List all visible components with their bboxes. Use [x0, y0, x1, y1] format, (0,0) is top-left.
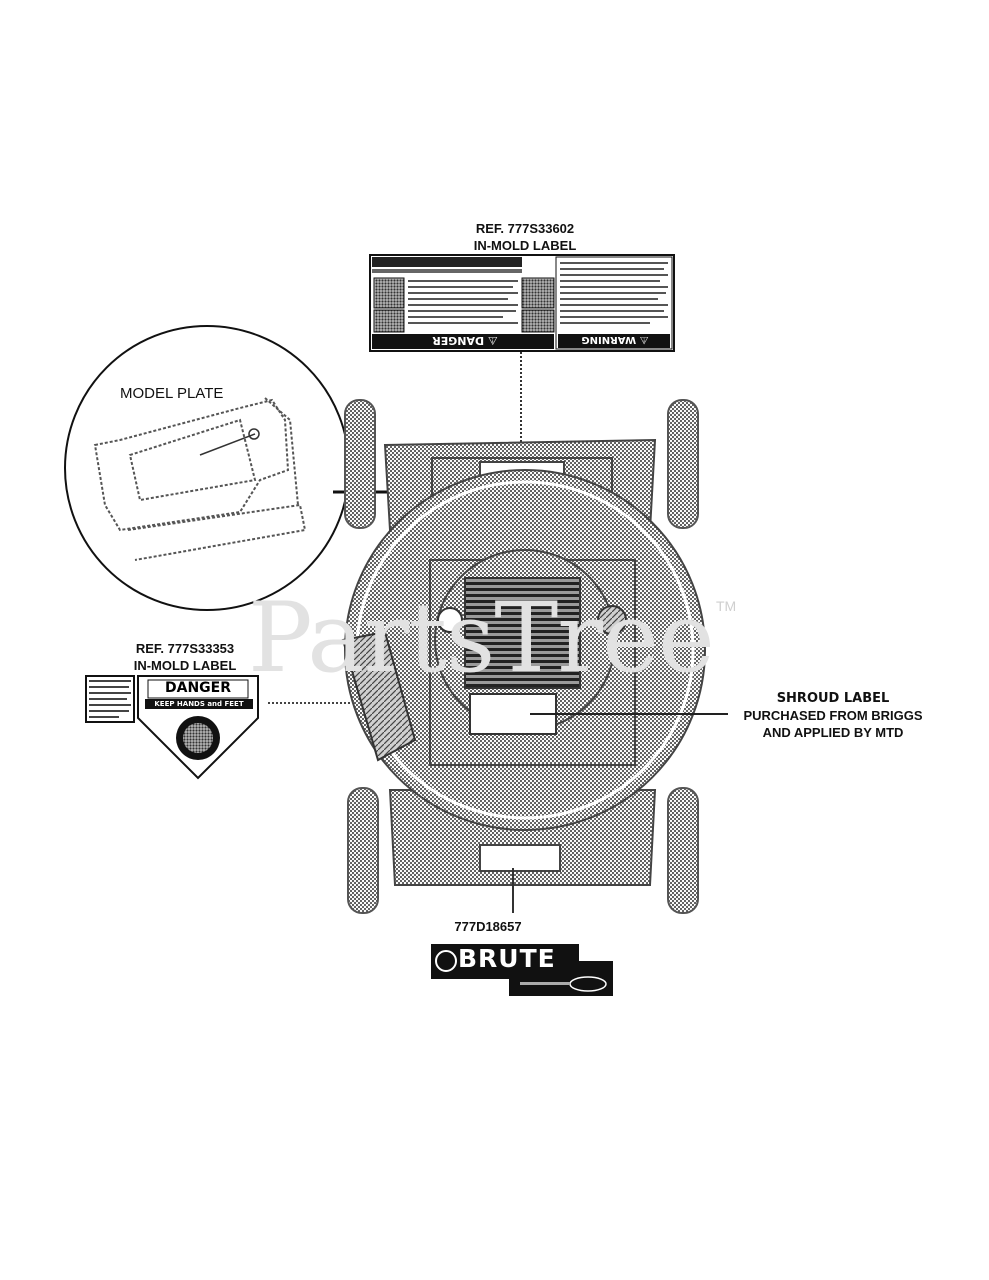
top-label-callout: REF. 777S33602 IN-MOLD LABEL	[440, 220, 610, 254]
model-plate-callout	[64, 325, 432, 611]
left-label-callout: REF. 777S33353 IN-MOLD LABEL	[100, 640, 270, 674]
top-label-danger-word: ⚠ DANGER	[432, 334, 498, 347]
bottom-part-number: 777D18657	[454, 919, 522, 934]
top-label-warning-word: ⚠ WARNING	[581, 334, 649, 345]
left-sub: IN-MOLD LABEL	[133, 658, 237, 673]
brute-logo	[431, 944, 613, 996]
shroud-line2: PURCHASED FROM BRIGGS	[743, 708, 923, 723]
top-ref: REF. 777S33602	[475, 221, 575, 236]
model-plate-label: MODEL PLATE	[120, 385, 224, 402]
danger-subtitle: KEEP HANDS and FEET AWAY	[154, 700, 244, 718]
shroud-line3: AND APPLIED BY MTD	[762, 725, 904, 740]
brute-word: BRUTE	[458, 944, 556, 973]
left-ref: REF. 777S33353	[135, 641, 235, 656]
shroud-label-callout: SHROUD LABEL PURCHASED FROM BRIGGS AND A…	[728, 690, 938, 741]
watermark-tm: TM	[716, 598, 737, 614]
mower-body	[341, 399, 706, 914]
watermark: PartsTree	[248, 582, 715, 694]
top-sub: IN-MOLD LABEL	[473, 238, 577, 253]
top-in-mold-label	[369, 254, 675, 352]
shroud-title: SHROUD LABEL	[776, 691, 890, 706]
danger-title: DANGER	[164, 680, 231, 696]
left-danger-label	[85, 675, 259, 780]
